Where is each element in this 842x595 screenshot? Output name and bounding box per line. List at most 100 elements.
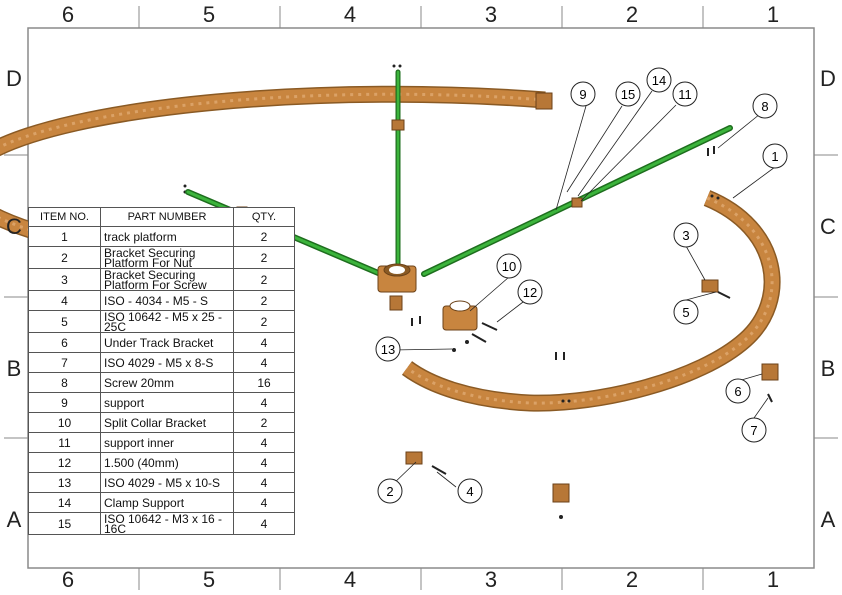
rod-clamp bbox=[391, 119, 405, 131]
bom-qty: 4 bbox=[233, 492, 295, 513]
svg-text:10: 10 bbox=[502, 259, 516, 274]
zone-col-5: 5 bbox=[202, 2, 216, 27]
bom-item-no: 7 bbox=[28, 352, 101, 373]
bom-item-no: 12 bbox=[28, 452, 101, 473]
bracket-part-6 bbox=[761, 363, 779, 381]
bom-part-number: ISO 4029 - M5 x 10-S bbox=[100, 472, 234, 493]
ring-end-block bbox=[535, 92, 553, 110]
bom-part-number: track platform bbox=[100, 226, 234, 247]
svg-text:6: 6 bbox=[734, 384, 741, 399]
screw-part-12 bbox=[481, 322, 498, 331]
zone-row-a-right: A bbox=[820, 507, 836, 532]
screw-part-5 bbox=[717, 291, 731, 299]
bom-part-number: ISO - 4034 - M5 - S bbox=[100, 290, 234, 311]
hub-split-collar bbox=[377, 263, 417, 311]
callout-13: 13 bbox=[375, 336, 401, 362]
zone-col-1: 1 bbox=[766, 2, 780, 27]
zone-col-6-bottom: 6 bbox=[61, 567, 75, 592]
callout-1: 1 bbox=[762, 143, 788, 169]
callout-3: 3 bbox=[673, 222, 699, 248]
bom-item-no: 15 bbox=[28, 512, 101, 535]
zone-row-d: D bbox=[6, 66, 22, 91]
callout-10: 10 bbox=[496, 253, 522, 279]
bom-item-no: 2 bbox=[28, 246, 101, 269]
bom-item-no: 11 bbox=[28, 432, 101, 453]
bom-item-no: 6 bbox=[28, 332, 101, 353]
svg-text:2: 2 bbox=[386, 484, 393, 499]
bom-qty: 4 bbox=[233, 392, 295, 413]
bracket-part-3 bbox=[701, 279, 719, 293]
bom-qty: 2 bbox=[233, 290, 295, 311]
callout-14: 14 bbox=[646, 67, 672, 93]
bom-part-number: 1.500 (40mm) bbox=[100, 452, 234, 473]
callout-12: 12 bbox=[517, 279, 543, 305]
screw-part-4 bbox=[431, 465, 447, 475]
svg-text:3: 3 bbox=[682, 228, 689, 243]
zone-col-4: 4 bbox=[343, 2, 357, 27]
zone-col-4-bottom: 4 bbox=[343, 567, 357, 592]
bom-item-no: 3 bbox=[28, 268, 101, 291]
bom-qty: 4 bbox=[233, 332, 295, 353]
callout-2: 2 bbox=[377, 478, 403, 504]
lower-track-ring bbox=[401, 190, 781, 412]
zone-row-a: A bbox=[6, 507, 22, 532]
zone-col-6: 6 bbox=[61, 2, 75, 27]
bom-part-number: Bracket Securing Platform For Screw bbox=[100, 268, 234, 291]
bom-part-number: Screw 20mm bbox=[100, 372, 234, 393]
bom-qty: 2 bbox=[233, 268, 295, 291]
bom-qty: 4 bbox=[233, 512, 295, 535]
bom-header-part-number: PART NUMBER bbox=[100, 207, 234, 227]
bom-header-item-no: ITEM NO. bbox=[28, 207, 101, 227]
bom-qty: 2 bbox=[233, 246, 295, 269]
bracket-part-2 bbox=[405, 451, 423, 465]
clamp-support-part bbox=[571, 197, 583, 208]
bom-part-number: Split Collar Bracket bbox=[100, 412, 234, 433]
svg-text:7: 7 bbox=[750, 423, 757, 438]
callout-5: 5 bbox=[673, 299, 699, 325]
bom-qty: 2 bbox=[233, 226, 295, 247]
under-track-bracket-loose bbox=[552, 483, 570, 519]
bom-item-no: 9 bbox=[28, 392, 101, 413]
svg-text:15: 15 bbox=[621, 87, 635, 102]
svg-text:13: 13 bbox=[381, 342, 395, 357]
bom-item-no: 10 bbox=[28, 412, 101, 433]
bom-item-no: 5 bbox=[28, 310, 101, 333]
svg-text:14: 14 bbox=[652, 73, 666, 88]
bom-part-number: support inner bbox=[100, 432, 234, 453]
callout-7: 7 bbox=[741, 417, 767, 443]
bom-header-row: ITEM NO. PART NUMBER QTY. bbox=[28, 207, 295, 227]
callout-6: 6 bbox=[725, 378, 751, 404]
zone-row-b-right: B bbox=[820, 356, 836, 381]
zone-row-c: C bbox=[6, 214, 22, 239]
bom-part-number: ISO 10642 - M3 x 16 - 16C bbox=[100, 512, 234, 535]
zone-col-2: 2 bbox=[625, 2, 639, 27]
bom-qty: 4 bbox=[233, 472, 295, 493]
zone-col-3: 3 bbox=[484, 2, 498, 27]
bom-qty: 2 bbox=[233, 310, 295, 333]
bom-qty: 2 bbox=[233, 412, 295, 433]
bom-item-no: 8 bbox=[28, 372, 101, 393]
callout-8: 8 bbox=[752, 93, 778, 119]
split-collar-bracket-10 bbox=[442, 300, 478, 331]
bom-part-number: Under Track Bracket bbox=[100, 332, 234, 353]
bom-header-qty: QTY. bbox=[233, 207, 295, 227]
zone-row-d-right: D bbox=[820, 66, 836, 91]
svg-text:11: 11 bbox=[678, 87, 692, 102]
zone-col-2-bottom: 2 bbox=[625, 567, 639, 592]
svg-text:5: 5 bbox=[682, 305, 689, 320]
bom-item-no: 13 bbox=[28, 472, 101, 493]
zone-row-b: B bbox=[6, 356, 22, 381]
screw-part-8 bbox=[707, 146, 715, 156]
callout-4: 4 bbox=[457, 478, 483, 504]
